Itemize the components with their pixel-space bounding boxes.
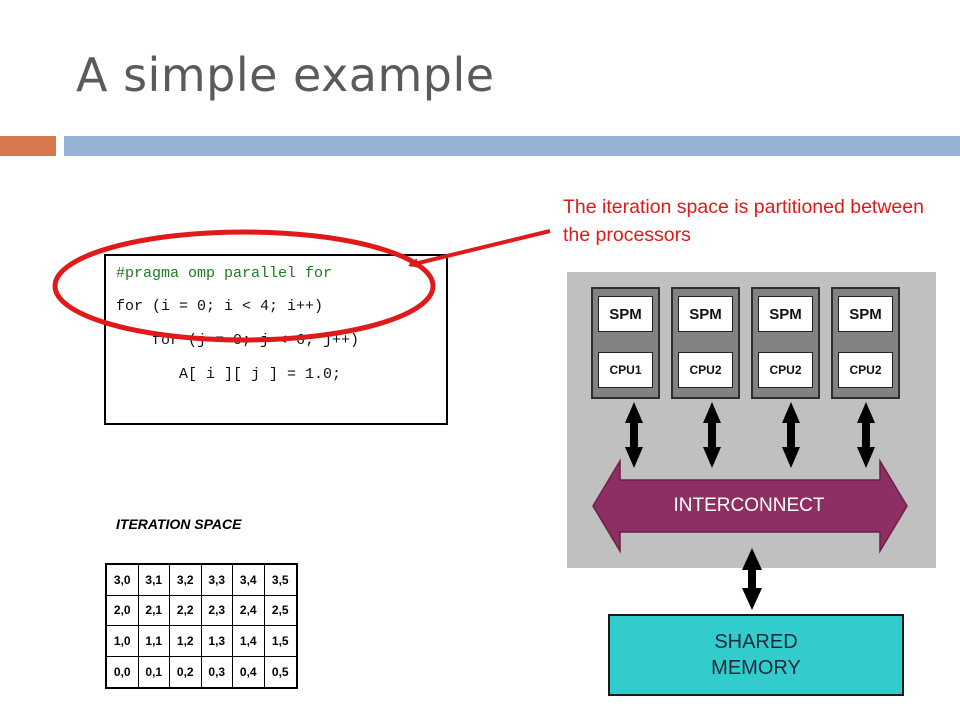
iteration-cell: 3,5 <box>264 565 296 596</box>
processor-node-2: SPM CPU2 <box>671 287 740 399</box>
iteration-cell: 3,0 <box>107 565 139 596</box>
iteration-cell: 2,0 <box>107 595 139 626</box>
iteration-cell: 0,5 <box>271 664 289 679</box>
iteration-cell: 3,3 <box>201 565 233 596</box>
iteration-cell: 0,4 <box>233 656 265 687</box>
iteration-cell: 2,1 <box>138 595 170 626</box>
spm-box: SPM <box>758 296 813 332</box>
iteration-cell: 0,0 <box>107 656 139 687</box>
iteration-cell: 2,3 <box>201 595 233 626</box>
spm-box: SPM <box>838 296 893 332</box>
cpu-box: CPU2 <box>678 352 733 388</box>
code-block: #pragma omp parallel for for (i = 0; i <… <box>104 254 448 425</box>
iteration-cell: 3,2 <box>170 565 202 596</box>
code-line-pragma: #pragma omp parallel for <box>116 265 333 282</box>
processor-node-1: SPM CPU1 <box>591 287 660 399</box>
shared-memory-label: SHARED MEMORY <box>711 631 801 679</box>
iteration-cell: 0,1 <box>139 656 170 687</box>
iteration-cell: 2,5 <box>264 596 296 626</box>
iteration-cell: 1,3 <box>201 626 233 657</box>
iteration-cell: 3,1 <box>138 565 170 596</box>
annotation-text: The iteration space is partitioned betwe… <box>563 196 924 246</box>
processor-node-4: SPM CPU2 <box>831 287 900 399</box>
code-line-inner-loop: for (j = 0; j < 6; j++) <box>116 332 360 349</box>
iteration-cell: 2,2 <box>170 595 202 626</box>
cpu-box: CPU2 <box>838 352 893 388</box>
cpu-box: CPU2 <box>758 352 813 388</box>
spm-box: SPM <box>678 296 733 332</box>
iteration-cell: 1,1 <box>138 626 170 657</box>
code-line-outer-loop: for (i = 0; i < 4; i++) <box>116 298 324 315</box>
iteration-cell: 1,0 <box>107 626 139 657</box>
spm-box: SPM <box>598 296 653 332</box>
iteration-cell: 2,4 <box>233 595 265 626</box>
iteration-cell: 3,4 <box>233 565 265 596</box>
code-line-assignment: A[ i ][ j ] = 1.0; <box>116 366 342 383</box>
interconnect-label: INTERCONNECT <box>673 495 825 516</box>
title-accent-bar-orange <box>0 136 56 156</box>
iteration-cell: 1,2 <box>170 626 202 657</box>
iteration-space-label: ITERATION SPACE <box>116 516 242 532</box>
iteration-cell: 1,5 <box>264 626 296 657</box>
iteration-cell: 1,4 <box>233 626 265 657</box>
shared-memory-box: SHARED MEMORY <box>608 614 904 696</box>
slide-title: A simple example <box>76 48 495 102</box>
iteration-cell: 0,3 <box>202 656 233 687</box>
title-accent-bar-blue <box>64 136 960 156</box>
cpu-box: CPU1 <box>598 352 653 388</box>
processor-node-3: SPM CPU2 <box>751 287 820 399</box>
iteration-cell: 0,2 <box>170 656 202 687</box>
